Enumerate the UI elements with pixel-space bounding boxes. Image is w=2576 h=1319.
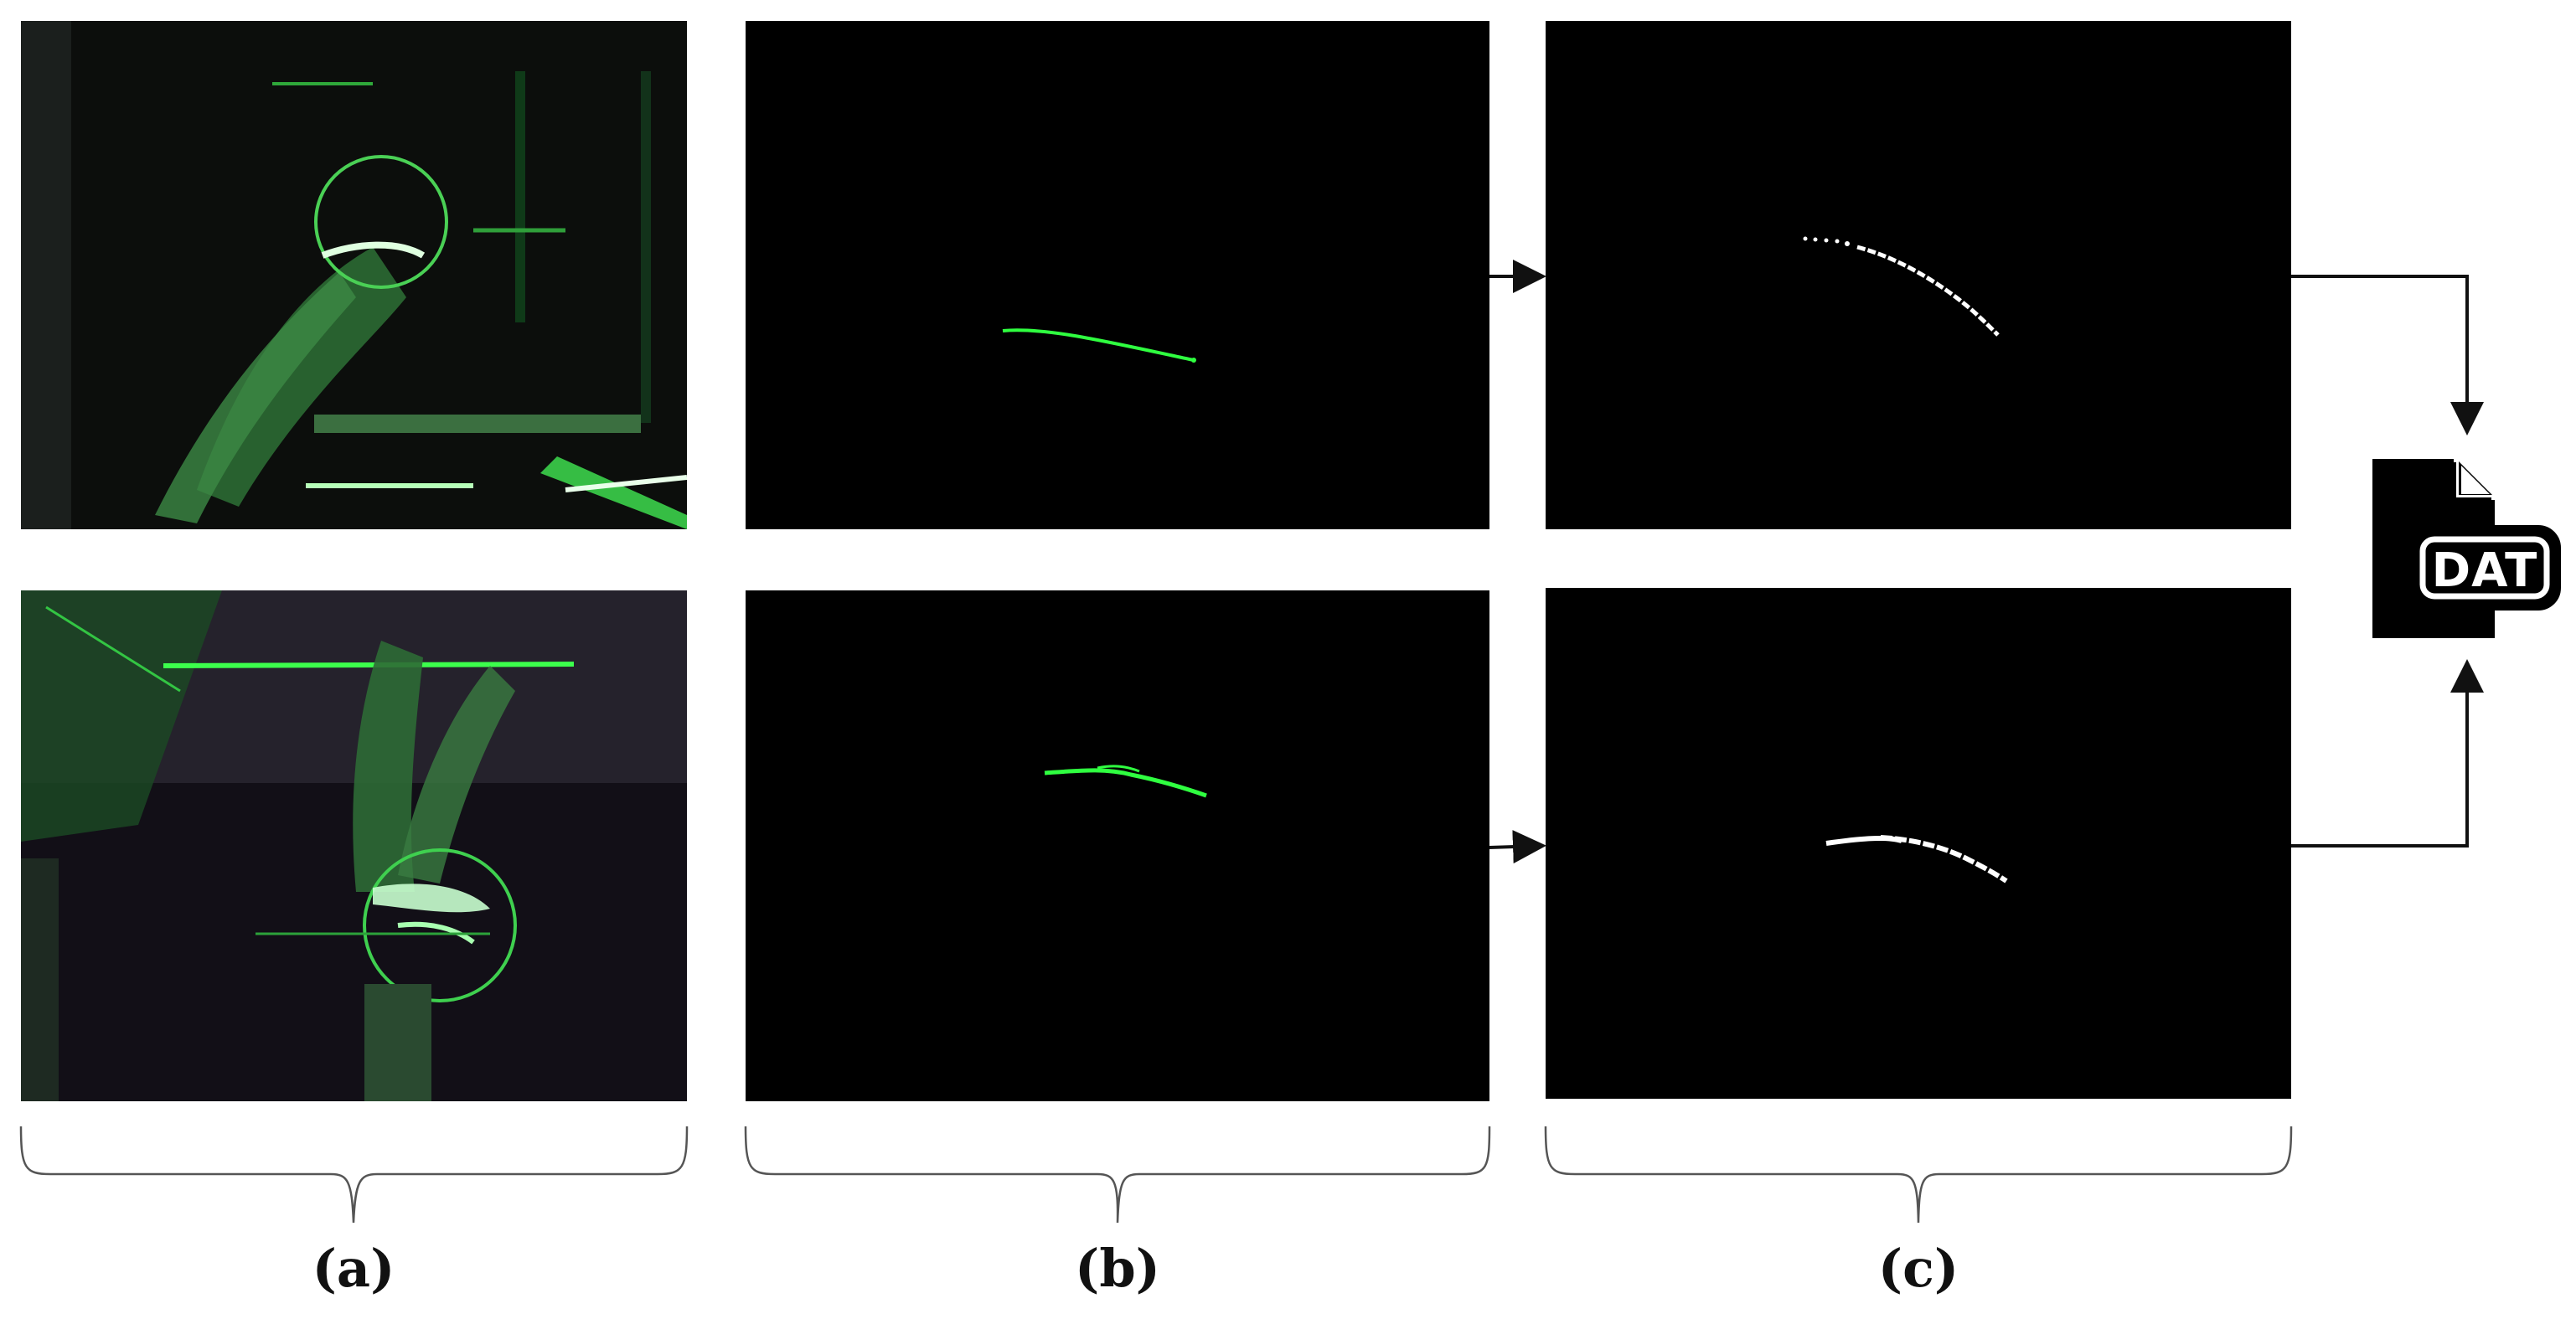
binary-image-top [1546, 21, 2291, 529]
laser-line-bottom-drawing [1044, 765, 1207, 798]
binary-image-bottom [1546, 588, 2291, 1099]
binary-image-bottom-drawing [1825, 835, 2008, 884]
label-a: (a) [312, 1238, 395, 1299]
brace-a [19, 1126, 689, 1224]
raw-photo-bottom-drawing [21, 590, 687, 1101]
laser-line-bottom [746, 590, 1489, 1101]
brace-c [1544, 1126, 2293, 1224]
label-c: (c) [1877, 1238, 1959, 1299]
laser-line-top-drawing [1002, 328, 1196, 363]
arrow-bottom-b-to-c [1489, 830, 1546, 864]
laser-line-top [746, 21, 1489, 529]
arrow-top-c-to-dat [2291, 275, 2484, 435]
raw-photo-top-drawing [21, 21, 687, 529]
arrow-bottom-c-to-dat [2291, 659, 2484, 848]
raw-photo-bottom [21, 590, 687, 1101]
dat-icon-label: DAT [2432, 544, 2538, 598]
binary-image-top-drawing [1803, 236, 2000, 337]
dat-file-icon: DAT [2372, 459, 2561, 638]
label-b: (b) [1074, 1238, 1161, 1299]
raw-photo-top [21, 21, 687, 529]
brace-b [744, 1126, 1491, 1224]
